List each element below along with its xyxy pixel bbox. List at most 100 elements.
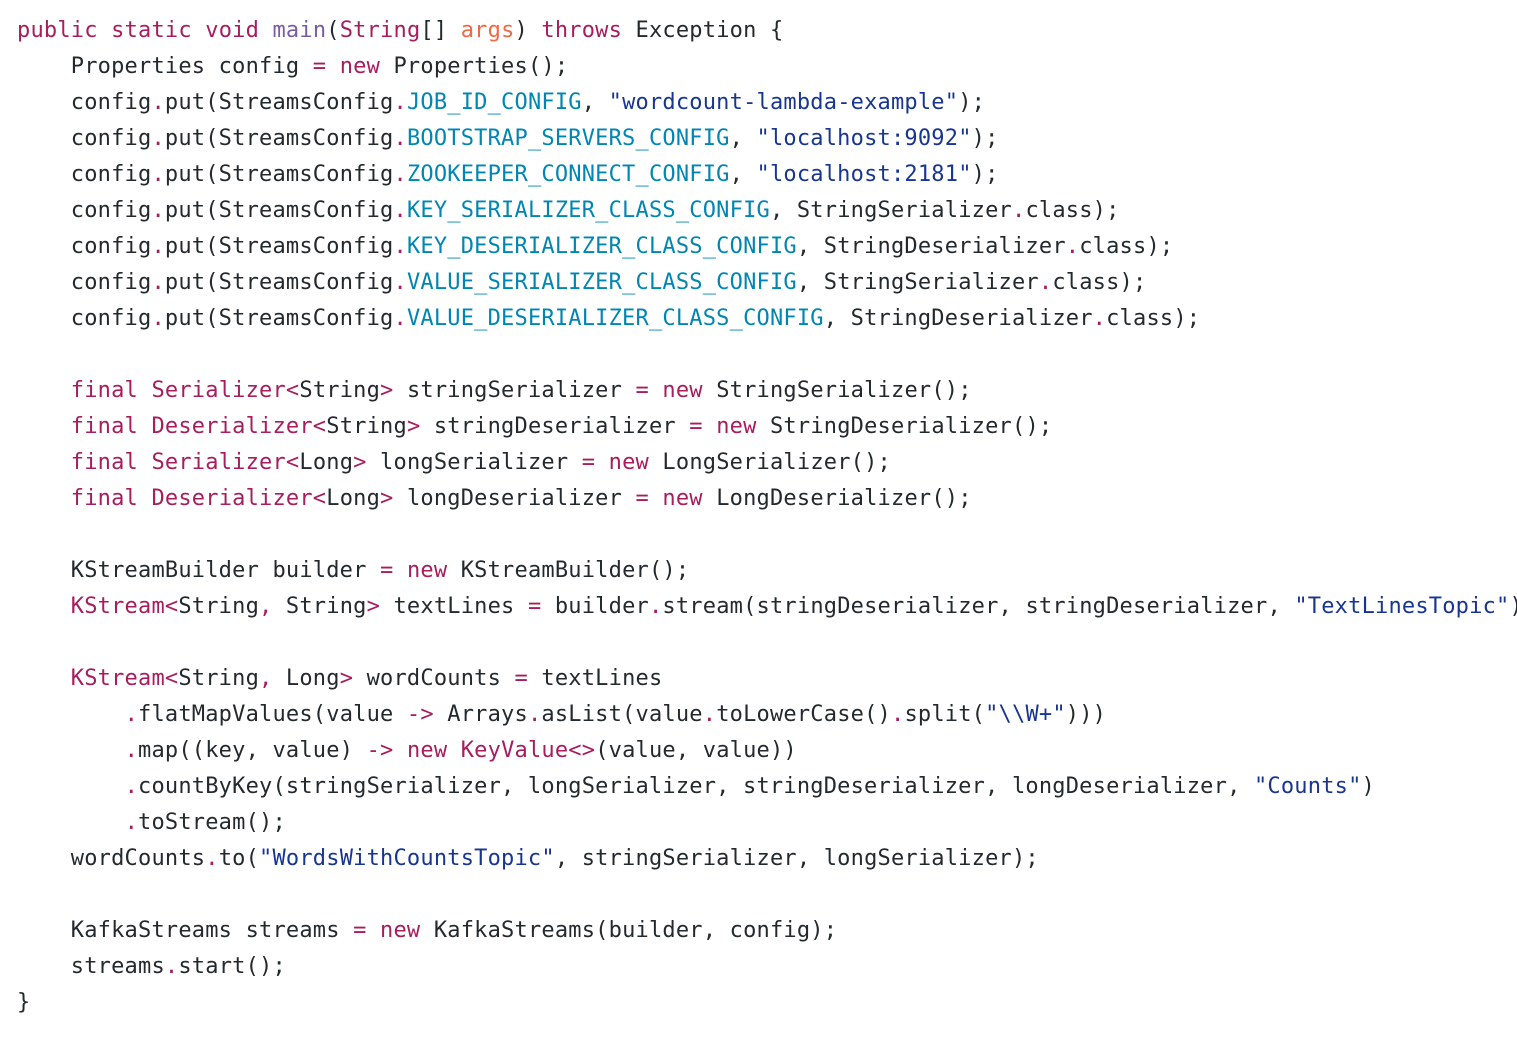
code-token: . xyxy=(151,126,165,151)
code-line: KafkaStreams streams = new KafkaStreams(… xyxy=(17,913,1517,949)
code-token: KEY_DESERIALIZER_CLASS_CONFIG xyxy=(406,234,797,259)
code-token: textLines xyxy=(380,594,528,619)
code-token: = xyxy=(312,54,327,79)
code-token: ZOOKEEPER_CONNECT_CONFIG xyxy=(406,162,730,187)
code-token: String xyxy=(272,594,367,619)
code-token: = xyxy=(514,666,528,691)
code-token: . xyxy=(151,270,165,295)
code-token: . xyxy=(1038,270,1053,295)
code-token: String xyxy=(339,18,421,43)
code-token: . xyxy=(393,306,407,331)
code-token: "Counts" xyxy=(1253,774,1362,799)
code-token xyxy=(393,558,406,583)
code-token: "wordcount-lambda-example" xyxy=(608,90,959,115)
code-line: config.put(StreamsConfig.VALUE_SERIALIZE… xyxy=(17,265,1517,301)
code-line xyxy=(17,517,1517,553)
code-token: . xyxy=(648,594,663,619)
code-token: new xyxy=(406,738,448,763)
code-token xyxy=(17,810,125,835)
code-token: > xyxy=(366,594,381,619)
code-token: . xyxy=(393,126,407,151)
code-token xyxy=(703,414,716,439)
code-token: . xyxy=(164,954,179,979)
code-token: = xyxy=(527,594,542,619)
code-token: . xyxy=(124,738,139,763)
code-token: . xyxy=(124,810,139,835)
code-token xyxy=(192,18,205,43)
code-line: final Deserializer<String> stringDeseria… xyxy=(17,409,1517,445)
code-token: Serializer< xyxy=(151,450,300,475)
code-token: ); xyxy=(1509,594,1517,619)
code-token: . xyxy=(393,234,407,259)
code-token xyxy=(17,738,125,763)
code-token: "localhost:2181" xyxy=(756,162,972,187)
code-token xyxy=(393,738,406,763)
code-token: , StringDeserializer xyxy=(796,234,1066,259)
code-token: . xyxy=(124,702,139,727)
code-token: KafkaStreams streams xyxy=(17,918,354,943)
code-token: "\\W+" xyxy=(985,702,1066,727)
code-token: asList(value xyxy=(541,702,703,727)
code-token: split( xyxy=(904,702,986,727)
code-token: put(StreamsConfig xyxy=(164,270,394,295)
code-line: config.put(StreamsConfig.JOB_ID_CONFIG, … xyxy=(17,85,1517,121)
code-line: config.put(StreamsConfig.ZOOKEEPER_CONNE… xyxy=(17,157,1517,193)
code-token xyxy=(17,594,71,619)
code-line: final Deserializer<Long> longDeserialize… xyxy=(17,481,1517,517)
code-token: textLines xyxy=(527,666,663,691)
code-line: Properties config = new Properties(); xyxy=(17,49,1517,85)
code-token: "TextLinesTopic" xyxy=(1294,594,1510,619)
code-token: Long xyxy=(299,450,354,475)
code-token: ); xyxy=(958,90,986,115)
code-token: . xyxy=(702,702,717,727)
code-token: KStreamBuilder(); xyxy=(447,558,690,583)
code-token: , xyxy=(259,594,273,619)
code-token: longSerializer xyxy=(366,450,582,475)
code-token: builder xyxy=(541,594,649,619)
code-token: KeyValue<> xyxy=(460,738,596,763)
code-token: longDeserializer xyxy=(393,486,636,511)
code-token: class); xyxy=(1025,198,1120,223)
code-token: StringSerializer(); xyxy=(702,378,972,403)
code-token: new xyxy=(608,450,649,475)
code-line: KStream<String, Long> wordCounts = textL… xyxy=(17,661,1517,697)
code-token xyxy=(367,918,380,943)
code-token: class); xyxy=(1079,234,1174,259)
code-token xyxy=(649,486,662,511)
code-line: } xyxy=(17,985,1517,1021)
code-token: JOB_ID_CONFIG xyxy=(406,90,582,115)
code-token: KStream< xyxy=(70,666,179,691)
code-token: config xyxy=(17,234,152,259)
code-token: String xyxy=(178,666,260,691)
code-token: . xyxy=(151,162,165,187)
code-token: streams xyxy=(17,954,165,979)
code-token: put(StreamsConfig xyxy=(164,306,394,331)
code-line: config.put(StreamsConfig.KEY_SERIALIZER_… xyxy=(17,193,1517,229)
code-token: VALUE_DESERIALIZER_CLASS_CONFIG xyxy=(406,306,824,331)
code-token: config xyxy=(17,270,152,295)
code-token: String xyxy=(326,414,407,439)
code-token: stream(stringDeserializer, stringDeseria… xyxy=(662,594,1295,619)
code-token: new xyxy=(406,558,448,583)
code-token xyxy=(326,54,339,79)
code-token: > xyxy=(406,414,421,439)
code-line: .toStream(); xyxy=(17,805,1517,841)
code-token: new xyxy=(380,918,421,943)
code-token: . xyxy=(393,270,407,295)
code-token: countByKey(stringSerializer, longSeriali… xyxy=(138,774,1254,799)
code-token: final xyxy=(70,450,139,475)
code-token xyxy=(98,18,111,43)
code-token: . xyxy=(1092,306,1107,331)
code-token xyxy=(17,774,125,799)
code-token: . xyxy=(890,702,905,727)
code-token: (value, value)) xyxy=(595,738,797,763)
code-token: config xyxy=(17,90,152,115)
code-token: Long xyxy=(326,486,381,511)
code-token: new xyxy=(662,378,703,403)
code-token: new xyxy=(662,486,703,511)
code-token: toStream(); xyxy=(138,810,286,835)
code-line: config.put(StreamsConfig.BOOTSTRAP_SERVE… xyxy=(17,121,1517,157)
code-line: config.put(StreamsConfig.KEY_DESERIALIZE… xyxy=(17,229,1517,265)
code-token: Exception { xyxy=(622,18,784,43)
code-token: stringDeserializer xyxy=(420,414,690,439)
